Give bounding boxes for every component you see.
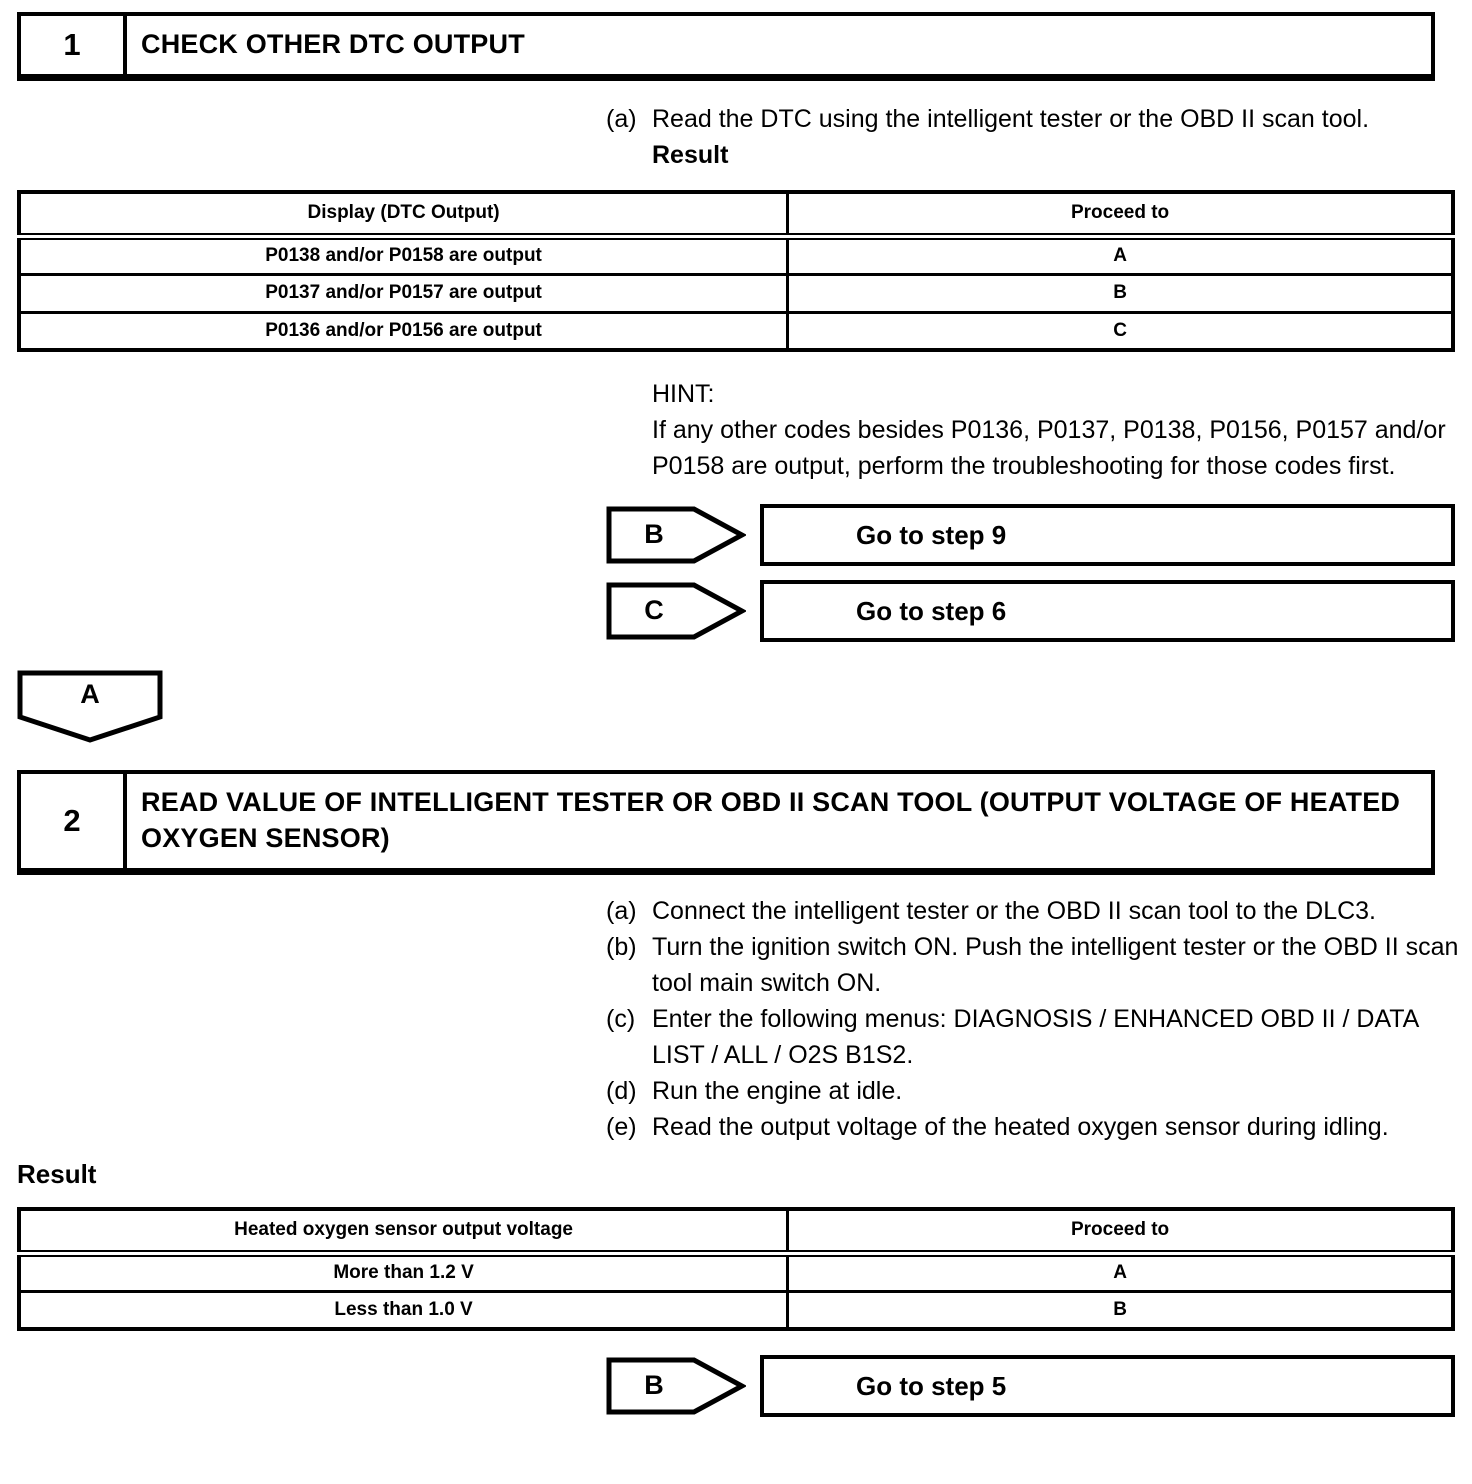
step1-item-a: (a) Read the DTC using the intelligent t… — [606, 101, 1462, 137]
step2-item-b-text: Turn the ignition switch ON. Push the in… — [652, 933, 1459, 997]
step1-hint: HINT: If any other codes besides P0136, … — [652, 376, 1462, 484]
step1-row1-proceed: A — [786, 234, 1456, 276]
step2-item-d-label: (d) — [606, 1077, 637, 1105]
step2-row1-voltage: More than 1.2 V — [17, 1251, 790, 1293]
step2-instructions: (a) Connect the intelligent tester or th… — [606, 893, 1462, 1145]
goto-row-b: B Go to step 9 — [606, 504, 1455, 566]
step2-item-a-label: (a) — [606, 897, 637, 925]
table-row: P0137 and/or P0157 are output B — [17, 272, 1456, 314]
step1-table-header-display: Display (DTC Output) — [17, 190, 790, 240]
step2-result-table: Heated oxygen sensor output voltage Proc… — [17, 1207, 1456, 1331]
step2-item-e-label: (e) — [606, 1113, 637, 1141]
step1-row2-proceed: B — [786, 272, 1456, 314]
step2-table-header-voltage: Heated oxygen sensor output voltage — [17, 1207, 790, 1257]
result-c-arrow-icon: C — [606, 581, 746, 641]
step1-number: 1 — [21, 16, 127, 74]
result-b-arrow-icon: B — [606, 505, 746, 565]
step1-item-a-text: Read the DTC using the intelligent teste… — [652, 105, 1370, 133]
hint-label: HINT: — [652, 380, 715, 408]
step2-item-d-text: Run the engine at idle. — [652, 1077, 903, 1105]
step1-header: 1 CHECK OTHER DTC OUTPUT — [17, 12, 1435, 81]
goto-c-letter: C — [644, 594, 664, 625]
step2-item-c-text: Enter the following menus: DIAGNOSIS / E… — [652, 1005, 1418, 1069]
step2-row2-voltage: Less than 1.0 V — [17, 1289, 790, 1331]
step2-number: 2 — [21, 774, 127, 868]
step1-result-table: Display (DTC Output) Proceed to P0138 an… — [17, 190, 1456, 352]
connector-a-letter: A — [80, 678, 100, 709]
step2-item-b: (b) Turn the ignition switch ON. Push th… — [606, 929, 1462, 1001]
table-row: Less than 1.0 V B — [17, 1289, 1456, 1331]
goto-row-c: C Go to step 6 — [606, 580, 1455, 642]
step1-title: CHECK OTHER DTC OUTPUT — [141, 29, 525, 59]
step2-item-c: (c) Enter the following menus: DIAGNOSIS… — [606, 1001, 1462, 1073]
step2-row1-proceed: A — [786, 1251, 1456, 1293]
step1-row3-proceed: C — [786, 310, 1456, 352]
table-row: More than 1.2 V A — [17, 1251, 1456, 1293]
step2-item-e-text: Read the output voltage of the heated ox… — [652, 1113, 1389, 1141]
step2-title: READ VALUE OF INTELLIGENT TESTER OR OBD … — [141, 787, 1401, 853]
step1-row2-display: P0137 and/or P0157 are output — [17, 272, 790, 314]
step2-item-b-label: (b) — [606, 933, 637, 961]
connector-a-banner-icon: A — [17, 670, 163, 744]
step2-header: 2 READ VALUE OF INTELLIGENT TESTER OR OB… — [17, 770, 1435, 875]
result-b-arrow-icon: B — [606, 1356, 746, 1416]
step2-row2-proceed: B — [786, 1289, 1456, 1331]
step1-table-header-proceed: Proceed to — [786, 190, 1456, 240]
step1-result-label: Result — [652, 141, 729, 169]
hint-text: If any other codes besides P0136, P0137,… — [652, 416, 1446, 480]
goto-step5-button[interactable]: Go to step 5 — [760, 1355, 1455, 1417]
goto-b-letter: B — [644, 518, 664, 549]
step1-instructions: (a) Read the DTC using the intelligent t… — [606, 101, 1462, 173]
step1-row1-display: P0138 and/or P0158 are output — [17, 234, 790, 276]
step2-item-e: (e) Read the output voltage of the heate… — [606, 1109, 1462, 1145]
goto-row-b2: B Go to step 5 — [606, 1355, 1455, 1417]
step1-item-a-label: (a) — [606, 105, 637, 133]
step2-result-label: Result — [17, 1159, 97, 1189]
step1-row3-display: P0136 and/or P0156 are output — [17, 310, 790, 352]
goto-step6-button[interactable]: Go to step 6 — [760, 580, 1455, 642]
table-row: P0138 and/or P0158 are output A — [17, 234, 1456, 276]
table-header-row: Display (DTC Output) Proceed to — [17, 190, 1456, 240]
step2-item-d: (d) Run the engine at idle. — [606, 1073, 1462, 1109]
step2-item-a: (a) Connect the intelligent tester or th… — [606, 893, 1462, 929]
step2-item-c-label: (c) — [606, 1005, 636, 1033]
table-row: P0136 and/or P0156 are output C — [17, 310, 1456, 352]
step2-item-a-text: Connect the intelligent tester or the OB… — [652, 897, 1376, 925]
goto-b2-letter: B — [644, 1369, 664, 1400]
step2-table-header-proceed: Proceed to — [786, 1207, 1456, 1257]
goto-step9-button[interactable]: Go to step 9 — [760, 504, 1455, 566]
table-header-row: Heated oxygen sensor output voltage Proc… — [17, 1207, 1456, 1257]
